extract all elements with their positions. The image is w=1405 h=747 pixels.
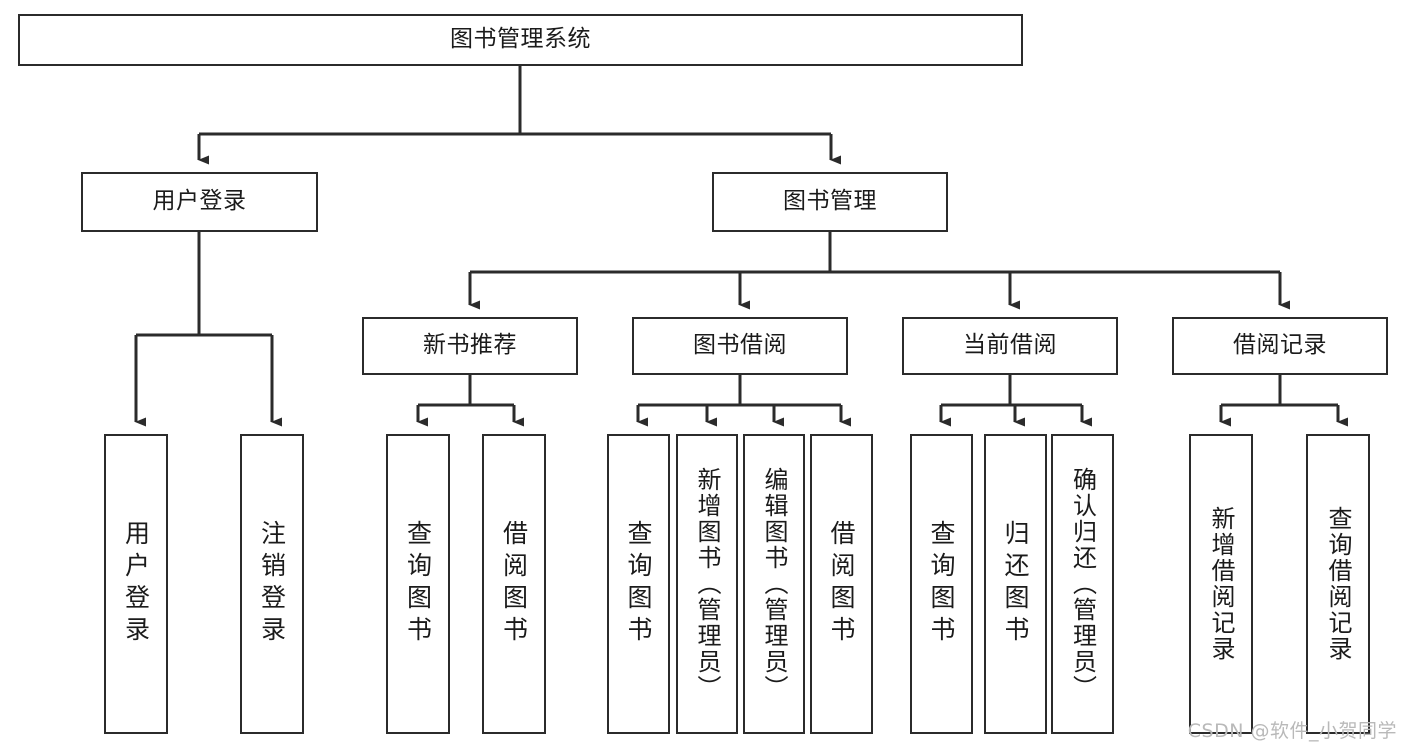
node-leaf-borrow-book-1-label: 借阅图书 <box>499 520 529 648</box>
node-leaf-query-book-1-label: 查询图书 <box>403 520 433 648</box>
node-leaf-borrow-book-1[interactable]: 借阅图书 <box>482 434 546 734</box>
node-book-borrow-label: 图书借阅 <box>693 332 787 359</box>
node-leaf-add-record[interactable]: 新增借阅记录 <box>1189 434 1253 734</box>
node-book-borrow[interactable]: 图书借阅 <box>632 317 848 375</box>
node-leaf-confirm-return-label: 确认归还（管理员） <box>1068 467 1097 701</box>
node-borrow-record-label: 借阅记录 <box>1233 332 1327 359</box>
node-borrow-record[interactable]: 借阅记录 <box>1172 317 1388 375</box>
node-leaf-return-book[interactable]: 归还图书 <box>984 434 1047 734</box>
node-user-login[interactable]: 用户登录 <box>81 172 318 232</box>
node-leaf-edit-book[interactable]: 编辑图书（管理员） <box>743 434 805 734</box>
node-root-system-label: 图书管理系统 <box>450 26 591 53</box>
node-leaf-query-book-2-label: 查询图书 <box>624 520 653 648</box>
node-current-borrow-label: 当前借阅 <box>963 332 1057 359</box>
node-leaf-return-book-label: 归还图书 <box>1001 520 1030 648</box>
node-root-system[interactable]: 图书管理系统 <box>18 14 1023 66</box>
node-leaf-query-book-3-label: 查询图书 <box>927 520 956 648</box>
node-new-book-recommend-label: 新书推荐 <box>423 332 517 359</box>
node-leaf-logout[interactable]: 注销登录 <box>240 434 304 734</box>
node-current-borrow[interactable]: 当前借阅 <box>902 317 1118 375</box>
node-leaf-borrow-book-2-label: 借阅图书 <box>827 520 856 648</box>
node-leaf-logout-label: 注销登录 <box>257 520 287 648</box>
node-leaf-add-record-label: 新增借阅记录 <box>1207 506 1235 662</box>
node-leaf-borrow-book-2[interactable]: 借阅图书 <box>810 434 873 734</box>
node-leaf-add-book[interactable]: 新增图书（管理员） <box>676 434 738 734</box>
node-leaf-query-record-label: 查询借阅记录 <box>1324 506 1352 662</box>
node-leaf-user-login-label: 用户登录 <box>121 520 151 648</box>
node-leaf-query-book-2[interactable]: 查询图书 <box>607 434 670 734</box>
node-book-manage[interactable]: 图书管理 <box>712 172 948 232</box>
node-leaf-confirm-return[interactable]: 确认归还（管理员） <box>1051 434 1114 734</box>
node-leaf-query-book-3[interactable]: 查询图书 <box>910 434 973 734</box>
node-leaf-user-login[interactable]: 用户登录 <box>104 434 168 734</box>
node-leaf-add-book-label: 新增图书（管理员） <box>693 467 721 701</box>
node-book-manage-label: 图书管理 <box>783 188 877 215</box>
node-leaf-query-record[interactable]: 查询借阅记录 <box>1306 434 1370 734</box>
node-new-book-recommend[interactable]: 新书推荐 <box>362 317 578 375</box>
node-user-login-label: 用户登录 <box>152 188 247 215</box>
node-leaf-edit-book-label: 编辑图书（管理员） <box>760 467 788 701</box>
node-leaf-query-book-1[interactable]: 查询图书 <box>386 434 450 734</box>
